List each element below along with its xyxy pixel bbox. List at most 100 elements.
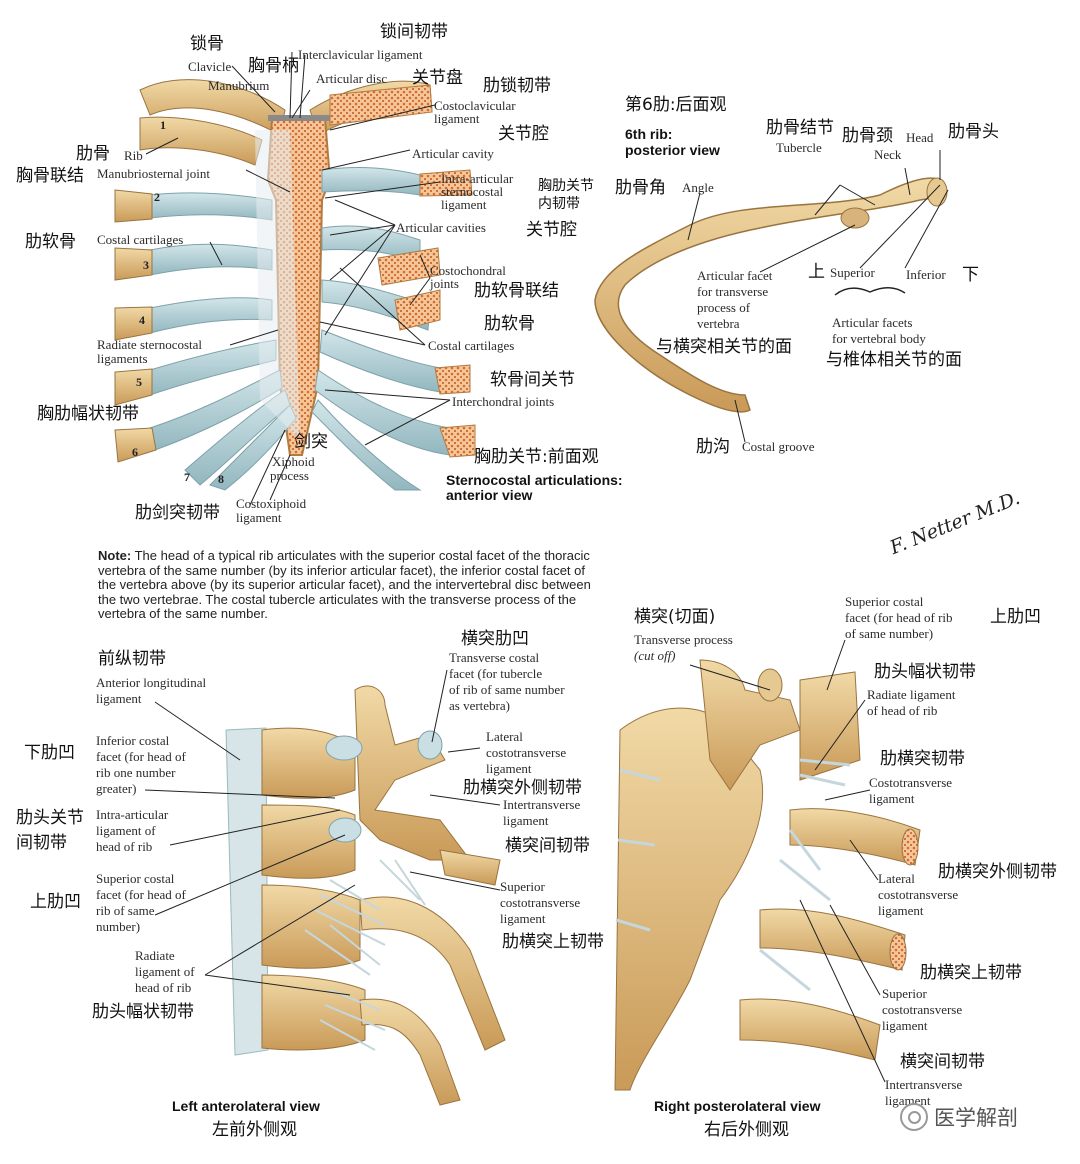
label-costal-groove-zh: 肋沟 <box>696 437 730 457</box>
label-tcf-zh: 横突肋凹 <box>461 629 529 649</box>
label-head: Head <box>906 130 934 145</box>
label-manubriosternal-zh: 胸骨联结 <box>16 166 84 186</box>
label-facets-body-1: Articular facets <box>832 315 913 330</box>
rib-number-7: 7 <box>184 470 190 484</box>
label-tubercle: Tubercle <box>776 140 822 155</box>
label-tubercle-zh: 肋骨结节 <box>766 118 834 138</box>
label-articular-disc: Articular disc <box>316 71 388 86</box>
label-costal-cartilages-left: Costal cartilages <box>97 232 184 247</box>
label-scf-1: Superior costal <box>96 871 175 886</box>
note-text: The head of a typical rib articulates wi… <box>98 548 591 622</box>
label-interchondral-zh: 软骨间关节 <box>490 370 575 390</box>
label-facet-tp-2: for transverse <box>697 284 769 299</box>
rib-number-1: 1 <box>160 118 166 132</box>
label-xiphoid-2: process <box>270 468 309 483</box>
label-costoxiphoid-2: ligament <box>236 510 282 525</box>
label-tcf-1: Transverse costal <box>449 650 540 665</box>
label-lct-zh: 肋横突外侧韧带 <box>463 778 582 798</box>
label-clavicle: Clavicle <box>188 59 232 74</box>
sternocostal-title-zh: 胸肋关节:前面观 <box>474 447 599 467</box>
label-all-2: ligament <box>96 691 142 706</box>
rib-number-3: 3 <box>143 258 149 272</box>
label-costal-cartilages-left-zh: 肋软骨 <box>25 232 76 252</box>
rib-number-5: 5 <box>136 375 142 389</box>
label-iah-3: head of rib <box>96 839 153 854</box>
label-articular-cavity: Articular cavity <box>412 146 494 161</box>
label-sct-r-zh: 肋横突上韧带 <box>920 963 1022 983</box>
label-lct-r-2: costotransverse <box>878 887 959 902</box>
label-facet-tp-1: Articular facet <box>697 268 773 283</box>
label-ct-2: ligament <box>869 791 915 806</box>
label-interclavicular-zh: 锁间韧带 <box>380 22 448 42</box>
label-sct-r-2: costotransverse <box>882 1002 963 1017</box>
label-radiate-sternocostal-zh: 胸肋幅状韧带 <box>37 404 139 424</box>
label-rib-zh: 肋骨 <box>76 144 110 164</box>
label-inferior: Inferior <box>906 267 946 282</box>
label-rad-r-1: Radiate ligament <box>867 687 956 702</box>
watermark-text: 医学解剖 <box>934 1106 1018 1130</box>
label-lct-3: ligament <box>486 761 532 776</box>
label-costal-groove: Costal groove <box>742 439 815 454</box>
label-sct-r-1: Superior <box>882 986 927 1001</box>
label-lct-1: Lateral <box>486 729 523 744</box>
sternocostal-title-en-2: anterior view <box>446 487 533 503</box>
label-costal-cartilages-right: Costal cartilages <box>428 338 515 353</box>
label-lct-r-1: Lateral <box>878 871 915 886</box>
label-intra-articular-3: ligament <box>441 197 487 212</box>
left-view-drawing <box>225 685 506 1106</box>
label-costochondral-2: joints <box>430 276 459 291</box>
sixth-rib-title-zh: 第6肋:后面观 <box>625 95 727 115</box>
label-iah-zh-2: 间韧带 <box>16 833 67 853</box>
label-superior: Superior <box>830 265 875 280</box>
label-manubrium: Manubrium <box>208 78 270 93</box>
label-icf-2: facet (for head of <box>96 749 186 764</box>
label-intra-articular-zh-2: 内韧带 <box>538 196 580 212</box>
label-itt-zh: 横突间韧带 <box>505 836 590 856</box>
label-sct-1: Superior <box>500 879 545 894</box>
label-lct-2: costotransverse <box>486 745 567 760</box>
label-itt-2: ligament <box>503 813 549 828</box>
label-facets-body-zh: 与椎体相关节的面 <box>826 350 962 370</box>
label-scf-r-2: facet (for head of rib <box>845 610 953 625</box>
label-itt-r-zh: 横突间韧带 <box>900 1052 985 1072</box>
left-view-title-en: Left anterolateral view <box>172 1098 320 1114</box>
label-articular-cavities: Articular cavities <box>396 220 486 235</box>
label-tcf-3: of rib of same number <box>449 682 565 697</box>
label-scf-zh: 上肋凹 <box>30 892 81 912</box>
label-icf-3: rib one number <box>96 765 176 780</box>
label-iah-zh-1: 肋头关节 <box>16 808 84 828</box>
label-tp-1: Transverse process <box>634 632 733 647</box>
label-facets-body-2: for vertebral body <box>832 331 926 346</box>
label-iah-1: Intra-articular <box>96 807 169 822</box>
label-articular-disc-zh: 关节盘 <box>412 68 463 88</box>
label-clavicle-zh: 锁骨 <box>190 34 224 54</box>
label-facet-tp-3: process of <box>697 300 751 315</box>
label-articular-cavity-zh: 关节腔 <box>498 124 549 144</box>
label-sct-3: ligament <box>500 911 546 926</box>
label-facet-tp-zh: 与横突相关节的面 <box>656 337 792 357</box>
label-costoclavicular-1: Costoclavicular <box>434 98 516 113</box>
label-tcf-2: facet (for tubercle <box>449 666 543 681</box>
label-superior-zh: 上 <box>808 262 825 282</box>
sixth-rib-title-en-1: 6th rib: <box>625 126 673 142</box>
rib-number-2: 2 <box>154 190 160 204</box>
label-interclavicular: Interclavicular ligament <box>298 47 423 62</box>
label-radiate-sternocostal-1: Radiate sternocostal <box>97 337 203 352</box>
note-heading: Note: <box>98 548 132 563</box>
sternocostal-drawing <box>114 79 476 491</box>
rib-number-8: 8 <box>218 472 224 486</box>
label-inferior-zh: 下 <box>962 265 979 285</box>
label-facet-tp-4: vertebra <box>697 316 740 331</box>
note-paragraph: Note: The head of a typical rib articula… <box>98 548 598 622</box>
label-intra-articular-1: Intra-articular <box>441 171 514 186</box>
leader-lines <box>144 51 949 1083</box>
label-iah-2: ligament of <box>96 823 156 838</box>
label-scf-r-1: Superior costal <box>845 594 924 609</box>
label-neck: Neck <box>874 147 902 162</box>
label-costoxiphoid-zh: 肋剑突韧带 <box>135 503 220 523</box>
label-costoclavicular-zh: 肋锁韧带 <box>483 76 551 96</box>
watermark: 医学解剖 <box>900 1102 1018 1132</box>
label-manubrium-zh: 胸骨柄 <box>248 56 299 76</box>
label-rib: Rib <box>124 148 143 163</box>
